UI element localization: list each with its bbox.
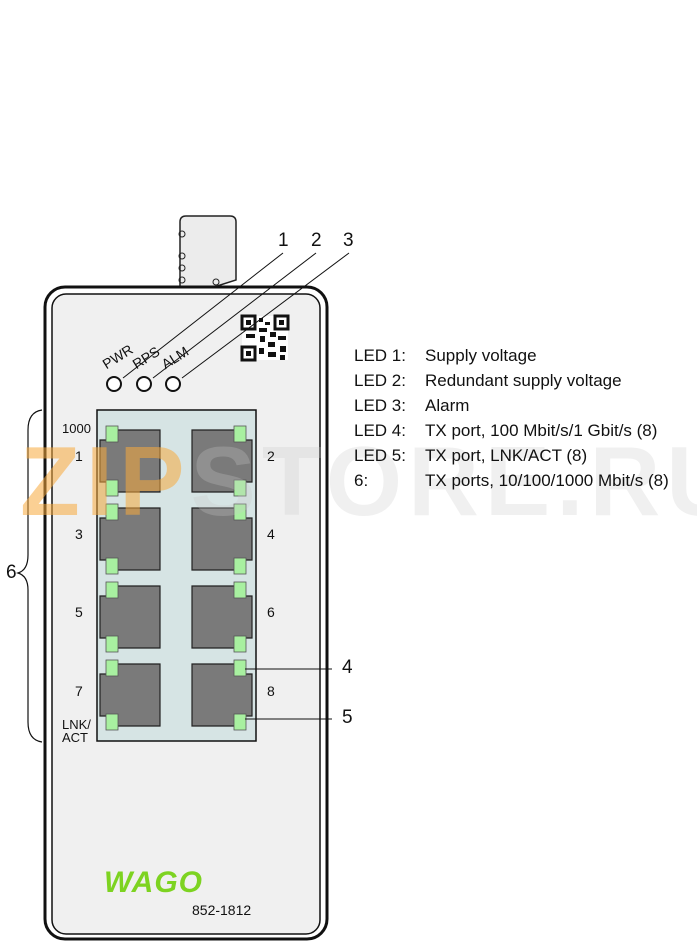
callout-6: 6 bbox=[6, 562, 17, 583]
watermark-part2: STORE.RU bbox=[190, 426, 697, 536]
led-rps-indicator bbox=[136, 376, 152, 392]
legend-row-led1: LED 1:Supply voltage bbox=[354, 346, 537, 365]
port-number-4: 4 bbox=[267, 526, 275, 542]
led-alm-indicator bbox=[165, 376, 181, 392]
port-number-2: 2 bbox=[267, 448, 275, 464]
port-4-speed-led bbox=[233, 503, 247, 521]
lnk-label-line1: LNK/ bbox=[62, 717, 91, 732]
port-3-lnk-led bbox=[105, 557, 119, 575]
port-8-lnk-led bbox=[233, 713, 247, 731]
leader-line-2 bbox=[152, 252, 317, 379]
port-number-6: 6 bbox=[267, 604, 275, 620]
legend-row-led5: LED 5:TX port, LNK/ACT (8) bbox=[354, 446, 588, 465]
legend-row-led2: LED 2:Redundant supply voltage bbox=[354, 371, 622, 390]
callout-2: 2 bbox=[311, 230, 322, 251]
port-5-speed-led bbox=[105, 581, 119, 599]
port-2-lnk-led bbox=[233, 479, 247, 497]
watermark-part1: ZIP bbox=[20, 426, 191, 536]
port-4-lnk-led bbox=[233, 557, 247, 575]
lnk-label-line2: ACT bbox=[62, 730, 88, 745]
model-number: 852-1812 bbox=[192, 902, 252, 918]
port-group-brace bbox=[15, 409, 43, 743]
led-legend: LED 1:Supply voltage LED 2:Redundant sup… bbox=[354, 343, 669, 493]
port-8-speed-led bbox=[233, 659, 247, 677]
callout-1: 1 bbox=[278, 230, 289, 251]
watermark: ZIPSTORE.RU bbox=[20, 425, 697, 538]
port-number-1: 1 bbox=[75, 448, 83, 464]
callout-3: 3 bbox=[343, 230, 354, 251]
callout-5: 5 bbox=[342, 707, 353, 728]
legend-row-led3: LED 3:Alarm bbox=[354, 396, 470, 415]
wago-logo: WAGO bbox=[104, 866, 203, 899]
port-7-speed-led bbox=[105, 659, 119, 677]
leader-line-3 bbox=[181, 252, 350, 379]
port-3-speed-led bbox=[105, 503, 119, 521]
port-number-8: 8 bbox=[267, 683, 275, 699]
leader-line-1 bbox=[122, 252, 284, 379]
port-1-lnk-led bbox=[105, 479, 119, 497]
port-6-speed-led bbox=[233, 581, 247, 599]
ports-group bbox=[99, 425, 253, 731]
callout-4: 4 bbox=[342, 657, 353, 678]
legend-row-led4: LED 4:TX port, 100 Mbit/s/1 Gbit/s (8) bbox=[354, 421, 658, 440]
port-number-5: 5 bbox=[75, 604, 83, 620]
port-number-7: 7 bbox=[75, 683, 83, 699]
qr-code bbox=[240, 314, 290, 362]
speed-label: 1000 bbox=[62, 421, 91, 436]
port-5-lnk-led bbox=[105, 635, 119, 653]
din-rail-clip bbox=[178, 215, 237, 288]
port-2-speed-led bbox=[233, 425, 247, 443]
port-6-lnk-led bbox=[233, 635, 247, 653]
port-1-speed-led bbox=[105, 425, 119, 443]
port-number-3: 3 bbox=[75, 526, 83, 542]
led-pwr-indicator bbox=[106, 376, 122, 392]
legend-row-6: 6:TX ports, 10/100/1000 Mbit/s (8) bbox=[354, 471, 669, 490]
port-7-lnk-led bbox=[105, 713, 119, 731]
